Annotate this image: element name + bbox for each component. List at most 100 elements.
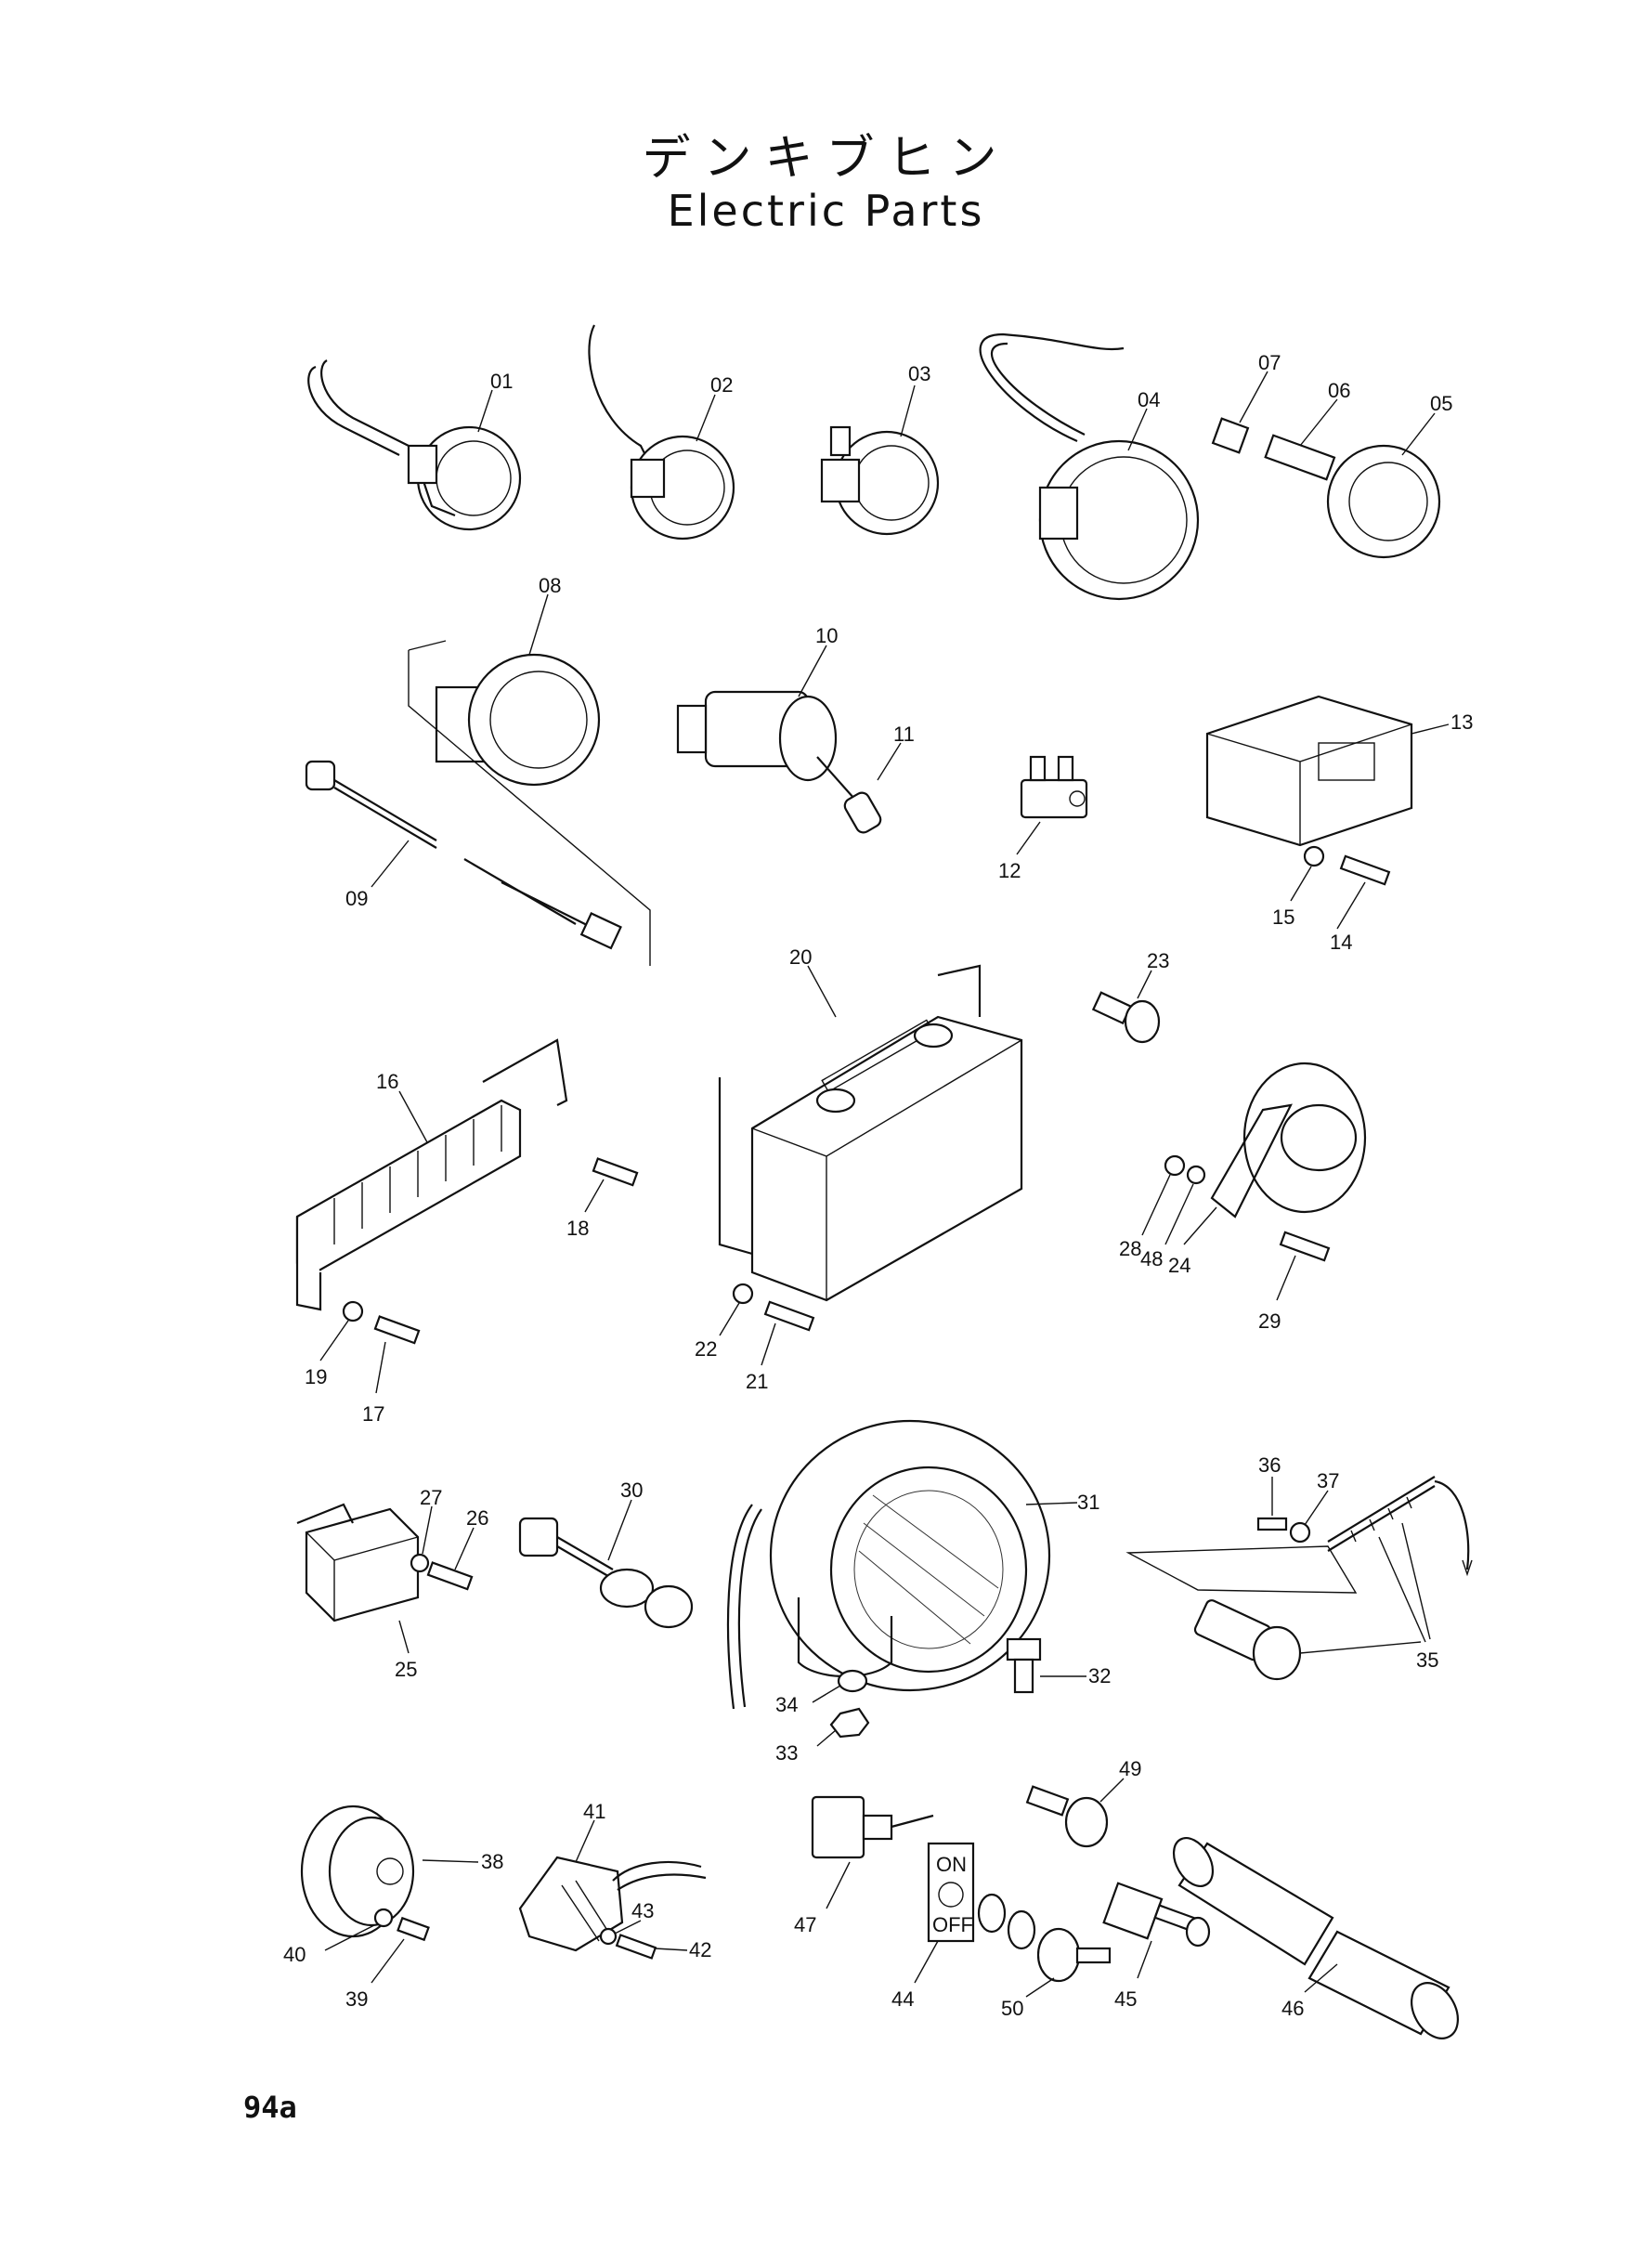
part-10-key-switch — [676, 690, 838, 782]
label-12: 12 — [998, 859, 1021, 882]
label-03: 03 — [908, 362, 930, 385]
label-39: 39 — [345, 1987, 368, 2011]
label-28: 28 — [1119, 1237, 1141, 1260]
label-06: 06 — [1328, 379, 1350, 402]
plate-on-text: ON — [936, 1853, 967, 1876]
label-35: 35 — [1416, 1648, 1438, 1672]
label-17: 17 — [362, 1402, 384, 1426]
part-46-grip — [1172, 1837, 1459, 2039]
label-42: 42 — [689, 1938, 711, 1961]
part-18-bolt — [592, 1157, 639, 1187]
part-26-bolt — [426, 1561, 474, 1591]
label-07: 07 — [1258, 351, 1281, 374]
label-04: 04 — [1138, 388, 1160, 411]
label-22: 22 — [695, 1337, 717, 1361]
part-17-bolt — [373, 1315, 421, 1345]
label-29: 29 — [1258, 1309, 1281, 1333]
part-28-nut — [1164, 1154, 1186, 1177]
part-50-knob — [1036, 1927, 1112, 1983]
label-13: 13 — [1450, 710, 1473, 734]
page-number: 94a — [243, 2090, 297, 2125]
label-14: 14 — [1330, 931, 1352, 954]
part-41-flasher — [518, 1856, 707, 1952]
title-japanese: デンキブヒン — [642, 131, 1010, 187]
part-12-terminal — [1020, 755, 1088, 819]
label-46: 46 — [1281, 1997, 1304, 2020]
label-36: 36 — [1258, 1453, 1281, 1477]
part-42-bolt — [615, 1934, 657, 1960]
label-23: 23 — [1147, 949, 1169, 972]
part-08-hour-meter — [435, 653, 601, 787]
part-21-bolt — [763, 1300, 815, 1332]
label-09: 09 — [345, 887, 368, 910]
part-23-indicator — [1091, 991, 1161, 1044]
part-16-terminal-strip — [295, 1038, 568, 1311]
label-32: 32 — [1088, 1664, 1111, 1687]
label-34: 34 — [775, 1693, 798, 1716]
part-32-bolt — [1006, 1637, 1042, 1694]
part-45-switch — [1102, 1882, 1211, 1948]
label-37: 37 — [1317, 1469, 1339, 1492]
part-03-gauge — [820, 425, 940, 536]
label-19: 19 — [305, 1365, 327, 1388]
label-25: 25 — [395, 1658, 417, 1681]
part-02-gauge — [588, 324, 735, 541]
part-44-switch-plate: ON OFF — [927, 1842, 975, 1943]
plate-off-text: OFF — [932, 1913, 973, 1936]
part-22-washer — [732, 1283, 754, 1305]
part-48-washer — [1186, 1165, 1206, 1185]
part-13-relay-box — [1205, 695, 1413, 847]
part-19-washer — [342, 1300, 364, 1322]
part-20-controller-box — [718, 964, 1023, 1302]
part-31-work-lamp — [726, 1419, 1051, 1710]
part-15-washer — [1303, 845, 1325, 867]
label-15: 15 — [1272, 905, 1294, 929]
label-26: 26 — [466, 1506, 488, 1530]
part-36-bolt — [1256, 1517, 1288, 1531]
label-44: 44 — [891, 1987, 914, 2011]
part-29-bolt — [1279, 1231, 1331, 1262]
label-24: 24 — [1168, 1254, 1190, 1277]
part-06-fitting — [1264, 434, 1336, 481]
part-35-lighter — [1125, 1476, 1473, 1681]
label-45: 45 — [1114, 1987, 1137, 2011]
label-05: 05 — [1430, 392, 1452, 415]
label-31: 31 — [1077, 1491, 1099, 1514]
part-47-toggle-switch — [811, 1795, 934, 1859]
part-49-bulb — [1025, 1785, 1109, 1848]
label-18: 18 — [566, 1217, 589, 1240]
label-47: 47 — [794, 1913, 816, 1936]
label-16: 16 — [376, 1070, 398, 1093]
label-30: 30 — [620, 1479, 643, 1502]
label-43: 43 — [631, 1899, 654, 1922]
label-10: 10 — [815, 624, 838, 647]
part-24-horn — [1210, 1062, 1367, 1218]
part-05-gauge — [1326, 444, 1441, 559]
label-08: 08 — [539, 574, 561, 597]
label-49: 49 — [1119, 1757, 1141, 1780]
part-40-washer — [373, 1908, 394, 1928]
part-nut-b — [1007, 1909, 1036, 1950]
part-11-key — [816, 756, 882, 834]
label-38: 38 — [481, 1850, 503, 1873]
label-11: 11 — [893, 723, 915, 746]
part-38-buzzer — [300, 1804, 415, 1938]
label-20: 20 — [789, 945, 812, 969]
part-37-washer — [1289, 1521, 1311, 1544]
part-25-relay — [296, 1503, 420, 1622]
label-50: 50 — [1001, 1997, 1023, 2020]
label-27: 27 — [420, 1486, 442, 1509]
part-01-gauge — [307, 359, 522, 531]
label-40: 40 — [283, 1943, 306, 1966]
title-english: Electric Parts — [667, 186, 985, 236]
label-01: 01 — [490, 370, 513, 393]
label-48: 48 — [1140, 1247, 1163, 1270]
part-09-cable — [305, 760, 622, 950]
part-33-nut — [829, 1707, 870, 1739]
label-02: 02 — [710, 373, 733, 397]
label-21: 21 — [746, 1370, 768, 1393]
part-nut-a — [977, 1893, 1007, 1934]
part-14-bolt — [1339, 854, 1391, 886]
